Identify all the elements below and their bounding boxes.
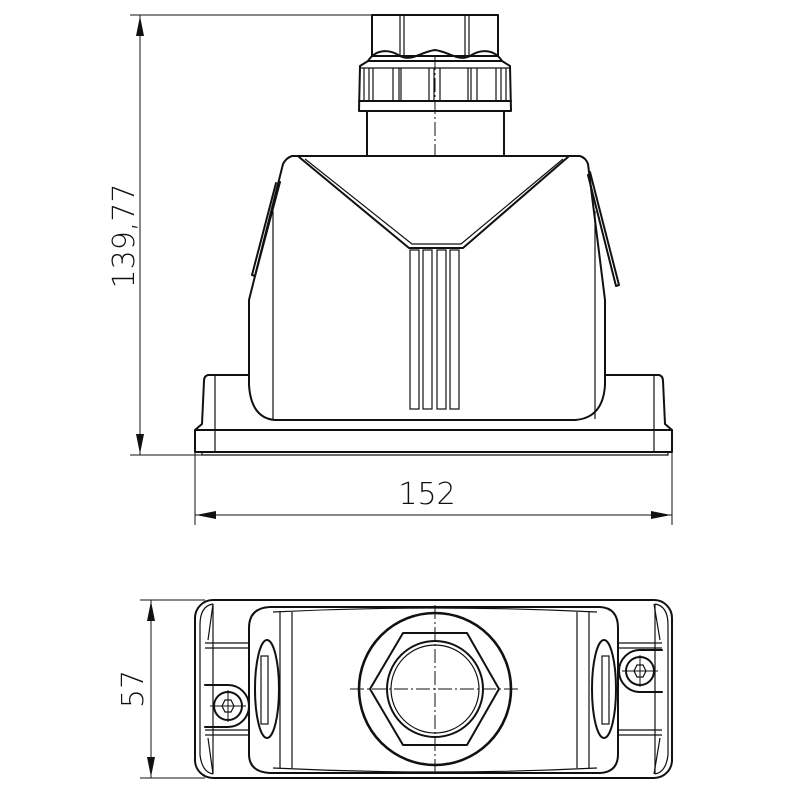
right-latch-slot [591, 639, 617, 739]
left-screw-lug [204, 642, 250, 736]
width-dimension-label: 152 [398, 477, 455, 512]
gland-top [350, 605, 520, 775]
depth-dimension-label: 57 [116, 670, 151, 708]
width-dimension: 152 [194, 452, 673, 525]
cable-gland [358, 14, 512, 157]
depth-dimension: 57 [116, 599, 205, 779]
height-dimension: 139,77 [107, 14, 372, 456]
height-dimension-label: 139,77 [107, 184, 142, 289]
hood-body [248, 155, 620, 421]
base-flange [194, 374, 673, 456]
front-view [194, 14, 673, 456]
left-latch-slot [254, 639, 280, 739]
top-view [194, 599, 673, 779]
